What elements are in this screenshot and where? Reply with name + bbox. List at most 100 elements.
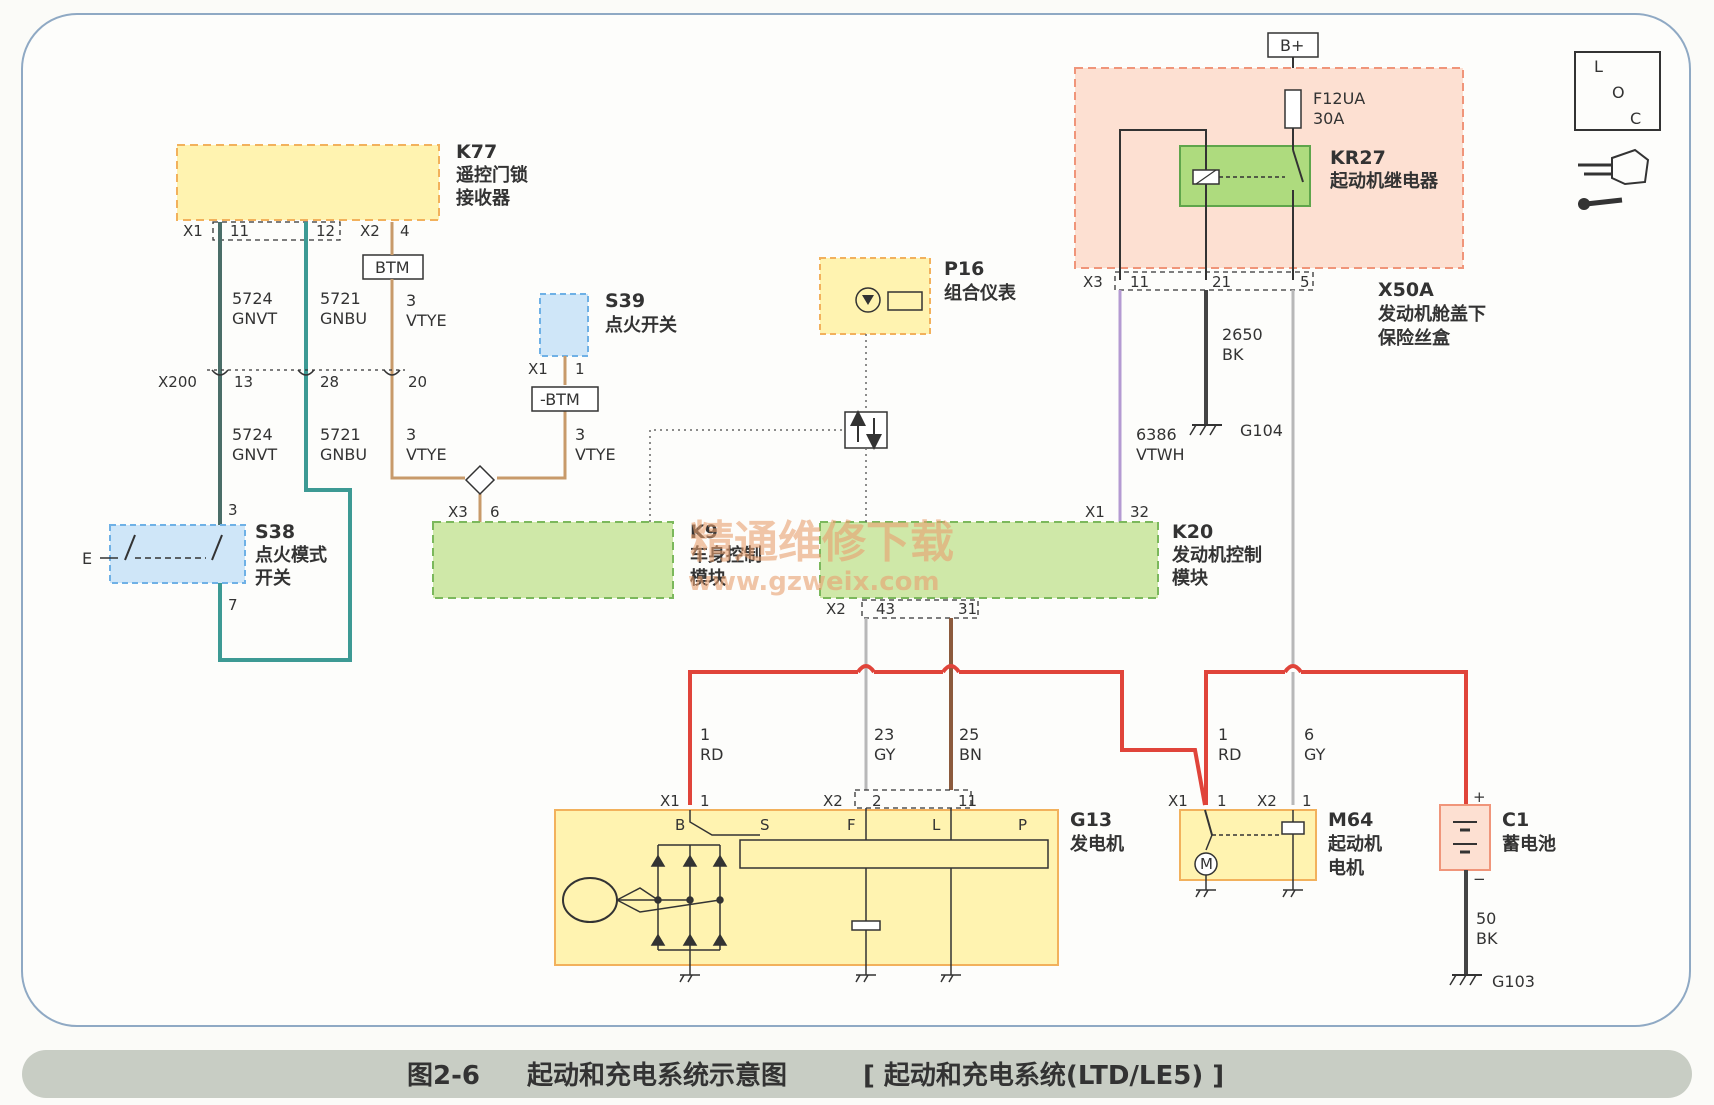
g13-x2-label: X2 <box>823 792 843 810</box>
rectifier-bridge-icon <box>650 844 728 951</box>
battery-neg-label: − <box>1473 870 1486 888</box>
k20-pin-31: 31 <box>958 600 977 618</box>
circuit-25-num: 25 <box>959 725 979 744</box>
k20-pin-43: 43 <box>876 600 895 618</box>
generator-regulator <box>739 839 1049 869</box>
circuit-23-num: 23 <box>874 725 894 744</box>
loc-icon: L O C <box>1574 51 1661 131</box>
circuit-5721-num-1: 5721 <box>320 289 361 308</box>
m64-pin-1b: 1 <box>1302 792 1312 810</box>
k77-pin-11: 11 <box>230 222 249 240</box>
s39-ignition-switch <box>539 293 589 357</box>
btm-splice-top <box>362 254 424 280</box>
circuit-6-num: 6 <box>1304 725 1314 744</box>
k9-body-control-module <box>432 521 674 599</box>
k20-engine-control-module <box>819 521 1159 599</box>
k9-id: K9 <box>690 521 718 543</box>
m64-line2: 电机 <box>1328 857 1364 879</box>
circuit-3-num-1: 3 <box>406 291 416 310</box>
g13-name: 发电机 <box>1069 833 1124 855</box>
m64-pin-1a: 1 <box>1217 792 1227 810</box>
s39-x1-label: X1 <box>528 360 548 378</box>
watermark-line2: www.gzweix.com <box>688 567 940 597</box>
circuit-3-color-1: VTYE <box>406 311 447 330</box>
x50a-x3-label: X3 <box>1083 273 1103 291</box>
k77-line1: 遥控门锁 <box>456 164 528 186</box>
p16-instrument-cluster <box>819 257 931 335</box>
x50a-id: X50A <box>1378 279 1434 301</box>
s38-ignition-mode-switch <box>109 524 246 584</box>
starter-ground-icon <box>1195 889 1303 898</box>
k20-id: K20 <box>1172 521 1213 543</box>
k9-line2: 模块 <box>690 567 727 589</box>
f12ua-fuse <box>1284 89 1302 129</box>
kr27-name: 起动机继电器 <box>1329 170 1439 192</box>
kr27-id: KR27 <box>1330 147 1386 169</box>
gen-ground-icon <box>679 974 961 983</box>
x50a-x3-connector <box>1114 271 1314 291</box>
fuse-rating: 30A <box>1313 109 1344 128</box>
m64-id: M64 <box>1328 809 1373 831</box>
gen-term-f: F <box>847 816 856 834</box>
g13-pin-11: 11 <box>958 792 977 810</box>
s39-pin-1: 1 <box>575 360 585 378</box>
circuit-6-color: GY <box>1304 745 1326 764</box>
wrench-icon <box>1578 197 1623 210</box>
ground-g103-icon <box>1449 974 1482 986</box>
s38-pin-7: 7 <box>228 596 238 614</box>
caption-subtitle: [ 起动和充电系统(LTD/LE5) ] <box>863 1060 1224 1091</box>
s38-pin-3: 3 <box>228 501 238 519</box>
k77-module <box>176 144 440 221</box>
c1-id: C1 <box>1502 809 1529 831</box>
g104-label: G104 <box>1240 421 1283 440</box>
x50a-pin-11: 11 <box>1130 273 1149 291</box>
x200-pin-28: 28 <box>320 373 339 391</box>
k20-line2: 模块 <box>1172 567 1209 589</box>
gen-term-p: P <box>1018 816 1027 834</box>
circuit-50-color: BK <box>1476 929 1498 948</box>
btm-top-label: BTM <box>375 258 410 277</box>
connector-hand-icon <box>1578 148 1650 186</box>
wire-3-vtye <box>390 279 465 480</box>
circuit-23-color: GY <box>874 745 896 764</box>
c1-battery <box>1439 804 1491 871</box>
x200-label: X200 <box>158 373 197 391</box>
serial-data-icon <box>844 411 888 449</box>
circuit-5724-num-1: 5724 <box>232 289 273 308</box>
k77-pin-12: 12 <box>316 222 335 240</box>
solenoid-icon <box>1281 821 1305 835</box>
wires-teal <box>218 222 352 662</box>
s38-id: S38 <box>255 521 295 543</box>
circuit-1-num-a: 1 <box>700 725 710 744</box>
g13-generator <box>554 809 1059 966</box>
circuit-6386-color: VTWH <box>1136 445 1185 464</box>
k77-x1-connector <box>212 221 341 241</box>
s38-line2: 开关 <box>255 567 291 589</box>
circuit-3-num-3: 3 <box>575 425 585 444</box>
loc-l-text: L <box>1594 57 1603 76</box>
s38-line1: 点火模式 <box>255 544 327 566</box>
k20-pin-32: 32 <box>1130 503 1149 521</box>
fuse-name: F12UA <box>1313 89 1365 108</box>
circuit-25-color: BN <box>959 745 982 764</box>
circuit-5724-num-2: 5724 <box>232 425 273 444</box>
b-plus-label: B+ <box>1280 36 1304 55</box>
field-winding-icon <box>851 920 881 931</box>
k20-x2-connector <box>861 599 979 619</box>
circuit-1-num-b: 1 <box>1218 725 1228 744</box>
loc-o-text: O <box>1612 83 1625 102</box>
circuit-50-num: 50 <box>1476 909 1496 928</box>
circuit-5721-color-2: GNBU <box>320 445 367 464</box>
circuit-2650-num: 2650 <box>1222 325 1263 344</box>
k20-x2-label: X2 <box>826 600 846 618</box>
wire-1-rd-generator <box>688 670 858 805</box>
circuit-5724-color-2: GNVT <box>232 445 277 464</box>
m64-line1: 起动机 <box>1327 833 1382 855</box>
circuit-3-color-2: VTYE <box>406 445 447 464</box>
m64-x2-label: X2 <box>1257 792 1277 810</box>
gen-term-s: S <box>760 816 770 834</box>
watermark-line1: 精通维修下载 <box>690 517 954 568</box>
k9-x3-label: X3 <box>448 503 468 521</box>
k77-id: K77 <box>456 141 497 163</box>
